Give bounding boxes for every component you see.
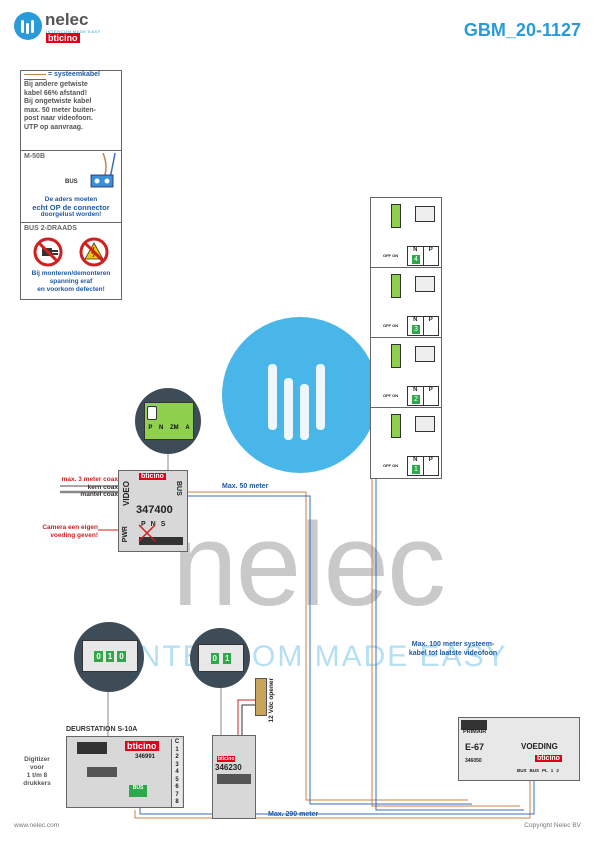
monitor-3: N P 3 OFF ON	[370, 267, 442, 339]
opener-label: 12 Vdc opener	[268, 678, 275, 723]
psu-title: VOEDING	[521, 742, 558, 751]
camera-power-note: Camera een eigen voeding geven!	[42, 524, 98, 539]
monitor-stack: N P 4 OFF ON N P 3 OFF ON N P 2 OFF ON N…	[370, 197, 442, 479]
relay-zoom-circle: 0 1	[190, 628, 250, 688]
video-label: VIDEO	[122, 481, 131, 506]
module-brand: bticino	[139, 473, 166, 480]
bus-warning-box: BUS 2-DRAADS Bij monteren/demonteren spa…	[20, 222, 122, 300]
zoom-terminal-panel: P N ZM A	[144, 402, 194, 440]
monitor-number-4: 4	[412, 255, 420, 264]
system-cable-swatch	[24, 74, 46, 80]
zoom-terminal-p: P	[148, 425, 153, 431]
psu-model: E-67	[465, 742, 485, 752]
cable-text: Bij andere getwiste kabel 66% afstand! B…	[24, 81, 96, 131]
module-code: 347400	[136, 504, 173, 516]
door-dip-switch	[87, 767, 117, 777]
max-290-label: Max. 290 meter	[268, 811, 319, 818]
monitor-4: N P 4 OFF ON	[370, 197, 442, 269]
relay-module: bticino 346230	[212, 735, 256, 819]
door-bus-terminal: BUS	[129, 785, 147, 797]
relay-brand: bticino	[217, 756, 236, 762]
door-code: 346991	[135, 754, 156, 760]
no-plug-icon	[33, 237, 63, 267]
camera-power-cross-icon	[138, 524, 156, 542]
door-zoom-digit-3: 0	[117, 650, 126, 662]
module-terminal-strip	[139, 537, 183, 545]
relay-dip	[217, 774, 251, 784]
logo-tagline: INTERCOM MADE EASY	[46, 29, 101, 34]
psu-brand: bticino	[535, 755, 562, 762]
max-100-label: Max. 100 meter systeem- kabel tot laatst…	[408, 641, 498, 657]
door-brand: bticino	[125, 741, 159, 751]
logo-name: nelec	[45, 10, 89, 29]
max-50-label: Max. 50 meter	[222, 483, 269, 490]
footer-copyright: Copyright Nelec BV	[524, 822, 581, 829]
nelec-logo-icon	[14, 12, 42, 40]
bus-text: Bij monteren/demonteren spanning eraf en…	[31, 270, 111, 293]
module-bus-label: BUS	[175, 481, 182, 496]
monitor-number-2: 2	[412, 395, 420, 404]
door-zoom-digit-2: 1	[105, 650, 115, 662]
relay-code: 346230	[215, 763, 242, 772]
psu-primary-terminal	[461, 720, 487, 730]
coax-notes: max. 3 meter coax kern coax mantel coax	[61, 476, 118, 498]
module-zoom-circle: P N ZM A	[135, 388, 201, 454]
m50b-box: M-50B BUS De aders moeten echt OP de con…	[20, 150, 122, 224]
psu-code: 346050	[465, 758, 482, 764]
doc-code: GBM_20-1127	[463, 20, 581, 40]
door-zoom-circle: 0 1 0	[74, 622, 144, 692]
monitor-1: N P 1 OFF ON	[370, 407, 442, 479]
m50b-title: M-50B	[24, 153, 46, 160]
door-connector	[77, 742, 107, 754]
m50b-connector-icon	[90, 153, 116, 188]
no-voltage-icon	[79, 237, 109, 267]
bus-title: BUS 2-DRAADS	[24, 225, 77, 232]
footer-website[interactable]: www.nelec.com	[14, 822, 60, 829]
monitor-number-1: 1	[412, 465, 420, 474]
watermark-word: nelec	[171, 499, 446, 631]
monitor-number-3: 3	[412, 325, 420, 334]
m50b-bus-label: BUS	[65, 179, 78, 185]
cable-note-box: = systeemkabel Bij andere getwiste kabel…	[20, 70, 122, 152]
zoom-terminal-n: N	[159, 425, 164, 431]
zoom-terminal-a: A	[185, 425, 190, 431]
door-opener-icon	[255, 678, 267, 716]
psu-primair: PRIMAIR	[463, 729, 487, 735]
relay-zoom-digit-2: 1	[223, 652, 232, 664]
pwr-label: PWR	[122, 526, 129, 543]
logo-brand: bticino	[46, 33, 80, 43]
monitor-2: N P 2 OFF ON	[370, 337, 442, 409]
cable-legend: = systeemkabel	[48, 71, 100, 78]
zoom-terminal-zm: ZM	[170, 425, 179, 431]
relay-zoom-digit-1: 0	[210, 652, 219, 664]
m50b-text: De aders moeten echt OP de connector doo…	[32, 196, 110, 218]
door-title: DEURSTATION S-10A	[66, 726, 138, 733]
door-zoom-digit-1: 0	[94, 650, 103, 662]
